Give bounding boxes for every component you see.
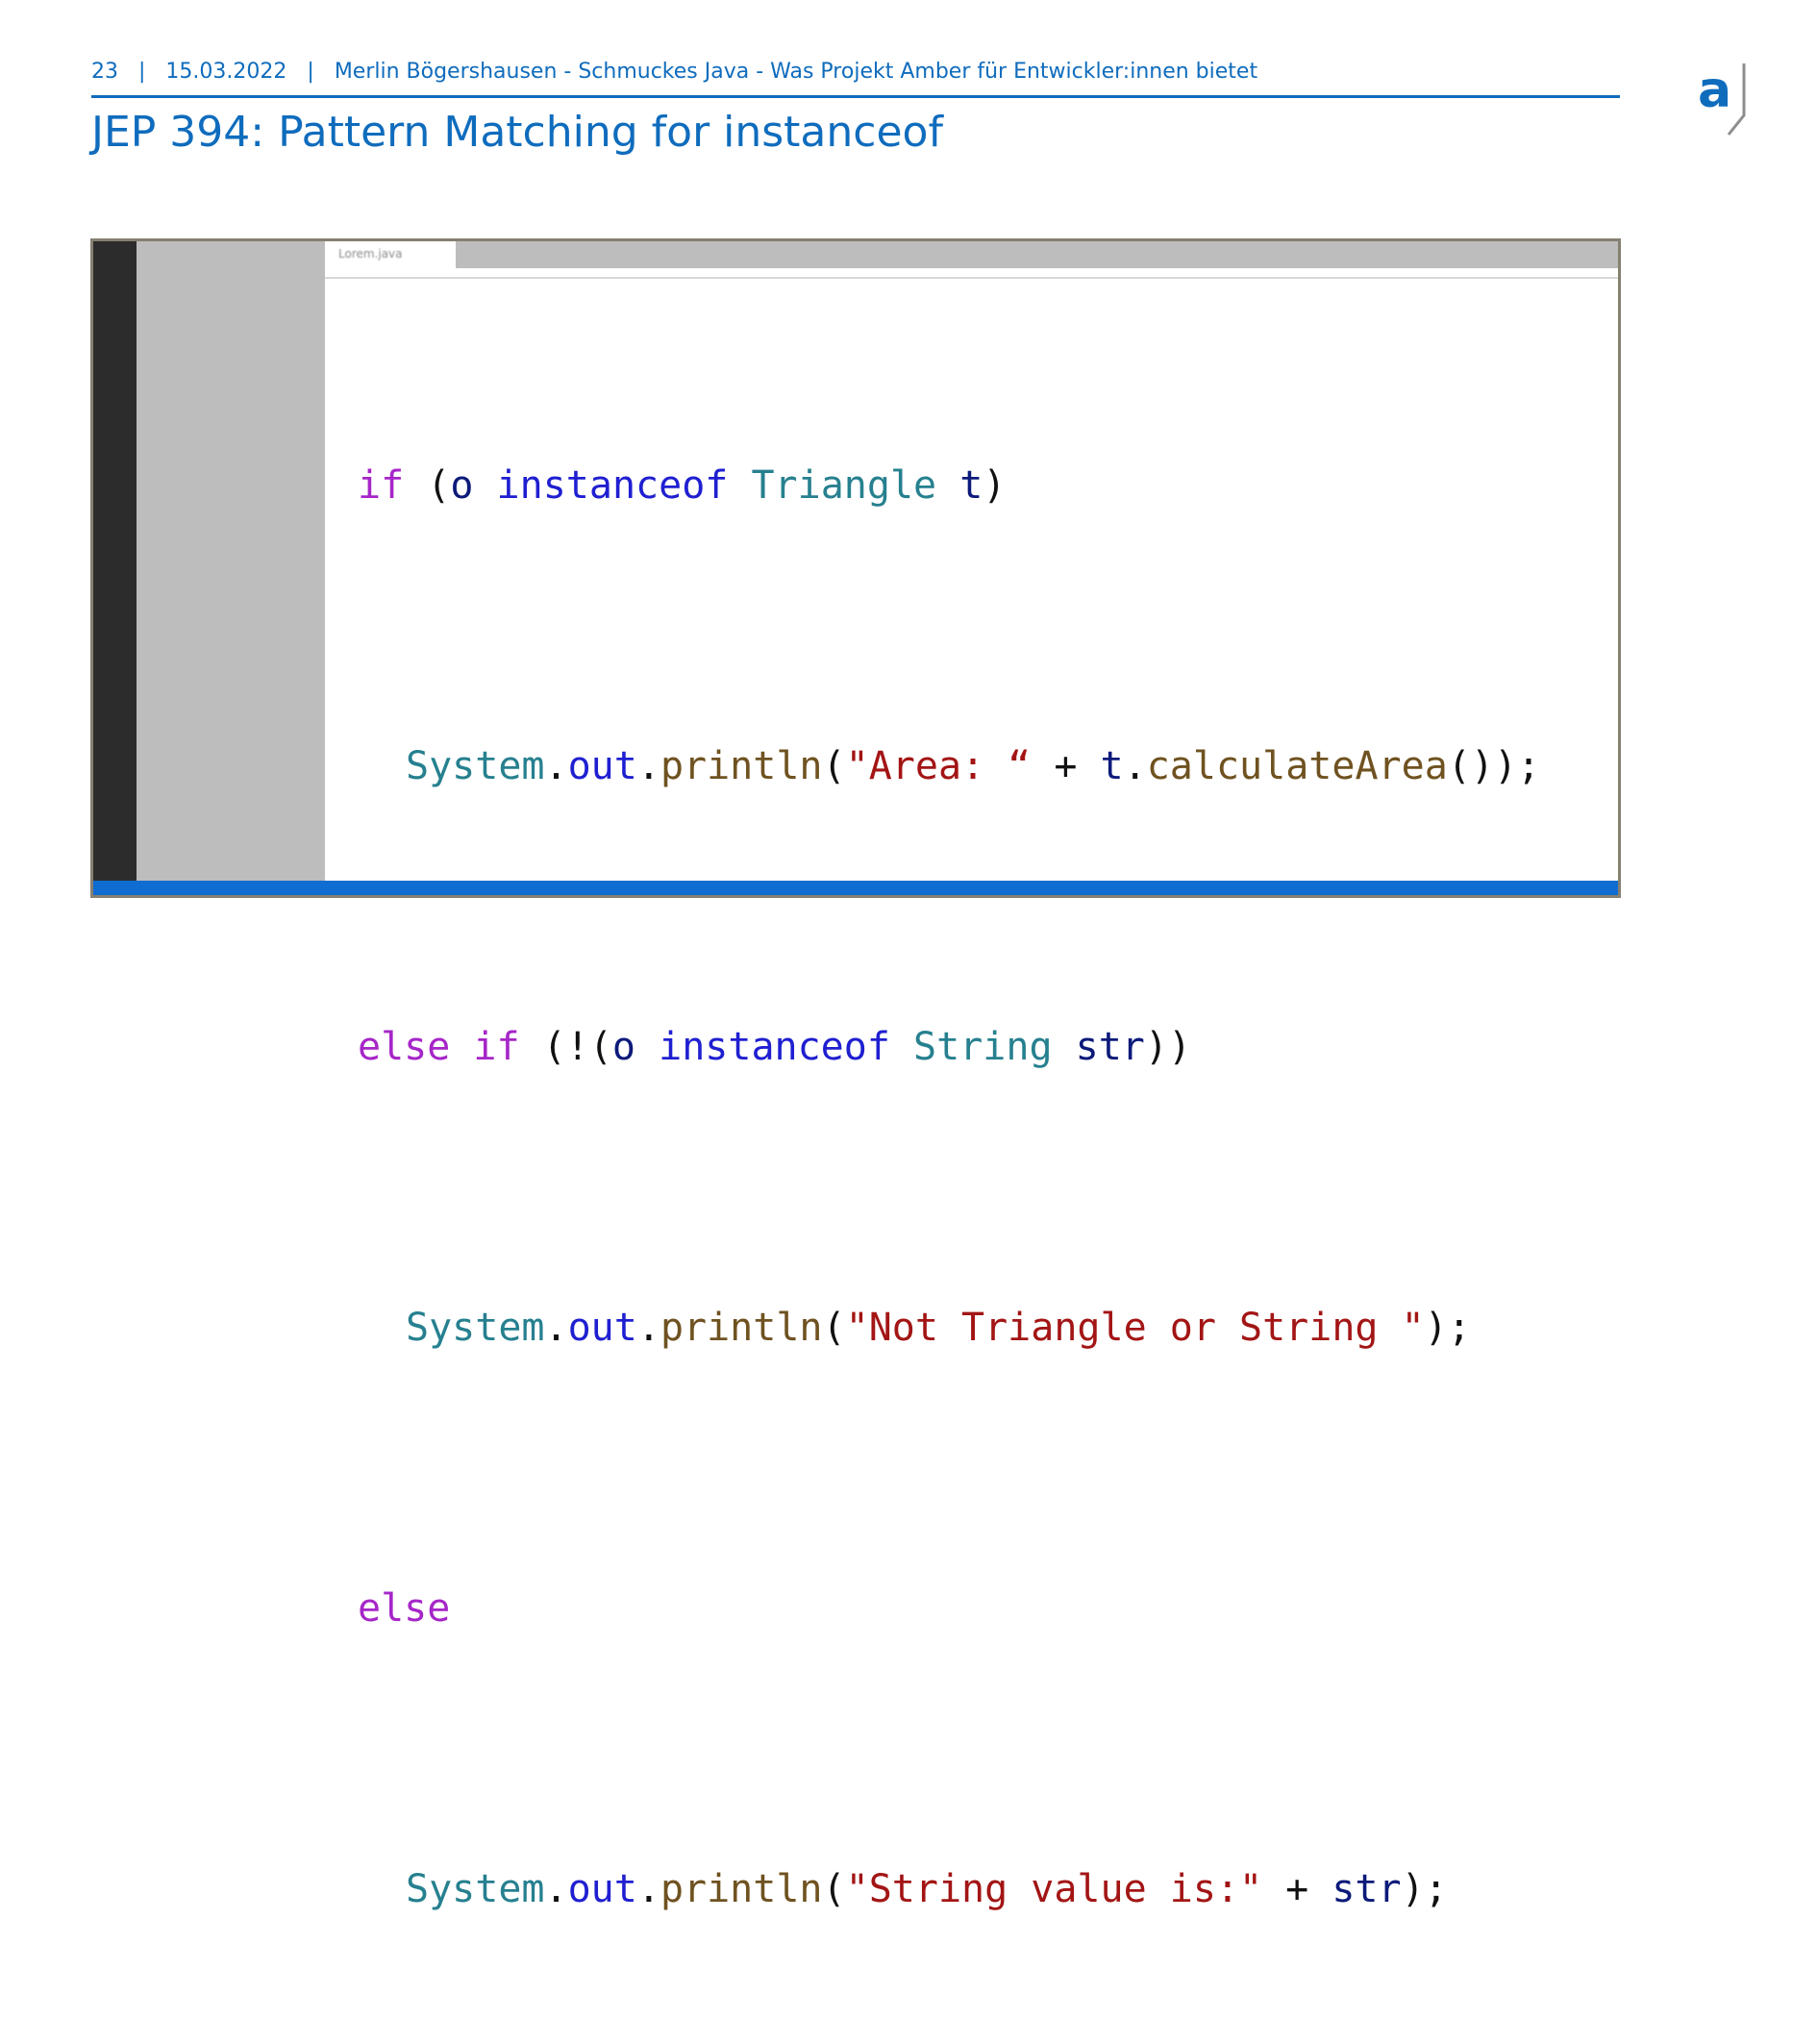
code-line-3: else if (!(o instanceof String str)) bbox=[358, 1012, 1540, 1083]
token-type: System bbox=[406, 744, 545, 788]
tab-divider bbox=[325, 277, 1618, 279]
token-string: "Area: “ bbox=[845, 744, 1032, 788]
token-type: System bbox=[406, 1306, 545, 1350]
token-punctuation: ( bbox=[822, 744, 846, 788]
header-separator: | bbox=[138, 60, 146, 84]
token-space bbox=[473, 463, 496, 508]
code-line-2: System.out.println("Area: “ + t.calculat… bbox=[358, 732, 1540, 802]
file-explorer-sidebar bbox=[137, 241, 325, 895]
token-variable: str bbox=[1075, 1025, 1145, 1069]
token-punctuation: . bbox=[544, 744, 568, 788]
status-bar bbox=[93, 881, 1618, 895]
adesso-logo-icon: a bbox=[1692, 62, 1759, 138]
token-punctuation: . bbox=[1123, 744, 1147, 788]
token-space bbox=[635, 1025, 659, 1069]
slide-title: JEP 394: Pattern Matching for instanceof bbox=[91, 108, 943, 157]
token-punctuation: )) bbox=[1144, 1025, 1192, 1069]
token-variable: str bbox=[1332, 1867, 1402, 1911]
token-punctuation: ( bbox=[404, 463, 451, 508]
code-editor-window: Lorem.java if (o instanceof Triangle t) … bbox=[90, 238, 1621, 1911]
token-punctuation: ); bbox=[1401, 1867, 1448, 1911]
token-type: String bbox=[913, 1025, 1053, 1069]
code-line-1: if (o instanceof Triangle t) bbox=[358, 451, 1540, 521]
editor-tab-label: Lorem.java bbox=[338, 247, 403, 261]
editor-tab-lorem-java[interactable]: Lorem.java bbox=[325, 241, 456, 268]
token-variable: o bbox=[450, 463, 474, 508]
talk-title: Merlin Bögershausen - Schmuckes Java - W… bbox=[334, 60, 1258, 84]
token-method: println bbox=[660, 1867, 823, 1911]
token-keyword: else bbox=[358, 1586, 451, 1631]
token-punctuation: ( bbox=[822, 1867, 846, 1911]
header-rule bbox=[91, 95, 1620, 98]
token-punctuation: . bbox=[636, 1306, 660, 1350]
token-space bbox=[936, 463, 959, 508]
token-method: calculateArea bbox=[1146, 744, 1448, 788]
token-field: out bbox=[567, 744, 637, 788]
token-keyword: else bbox=[358, 1025, 451, 1069]
slide-header: 23 | 15.03.2022 | Merlin Bögershausen - … bbox=[91, 60, 1620, 84]
code-line-6: System.out.println("String value is:" + … bbox=[358, 1855, 1540, 1925]
token-space bbox=[890, 1025, 913, 1069]
token-type: System bbox=[406, 1867, 545, 1911]
token-string: "String value is:" bbox=[845, 1867, 1263, 1911]
code-line-5: else bbox=[358, 1574, 1540, 1644]
code-line-4: System.out.println("Not Triangle or Stri… bbox=[358, 1293, 1540, 1363]
activity-bar bbox=[93, 241, 137, 895]
token-variable: t bbox=[1100, 744, 1124, 788]
token-field: out bbox=[567, 1306, 637, 1350]
token-variable: o bbox=[611, 1025, 636, 1069]
token-punctuation: ); bbox=[1424, 1306, 1471, 1350]
token-variable: t bbox=[959, 463, 983, 508]
presentation-date: 15.03.2022 bbox=[165, 60, 287, 84]
code-area[interactable]: if (o instanceof Triangle t) System.out.… bbox=[358, 311, 1540, 2044]
token-keyword: if bbox=[473, 1025, 520, 1069]
token-keyword: if bbox=[358, 463, 405, 508]
token-operator: + bbox=[1031, 744, 1101, 788]
token-punctuation: . bbox=[636, 744, 660, 788]
token-field: out bbox=[567, 1867, 637, 1911]
token-punctuation: . bbox=[544, 1306, 568, 1350]
token-space bbox=[728, 463, 751, 508]
token-punctuation: ) bbox=[983, 463, 1007, 508]
token-punctuation: . bbox=[636, 1867, 660, 1911]
token-type: Triangle bbox=[751, 463, 937, 508]
header-separator: | bbox=[307, 60, 314, 84]
editor-tab-strip bbox=[325, 241, 1618, 268]
token-method: println bbox=[660, 744, 823, 788]
token-operator: + bbox=[1262, 1867, 1332, 1911]
token-string: "Not Triangle or String " bbox=[845, 1306, 1425, 1350]
token-method: println bbox=[660, 1306, 823, 1350]
token-punctuation: ()); bbox=[1447, 744, 1541, 788]
token-punctuation: . bbox=[544, 1867, 568, 1911]
logo-letter: a bbox=[1698, 62, 1732, 119]
token-punctuation: (!( bbox=[519, 1025, 612, 1069]
token-space bbox=[1053, 1025, 1076, 1069]
token-keyword: instanceof bbox=[659, 1025, 890, 1069]
page-number: 23 bbox=[91, 60, 118, 84]
token-keyword: instanceof bbox=[496, 463, 729, 508]
logo-bracket-icon bbox=[1727, 63, 1746, 136]
token-punctuation: ( bbox=[822, 1306, 846, 1350]
token-space bbox=[450, 1025, 473, 1069]
